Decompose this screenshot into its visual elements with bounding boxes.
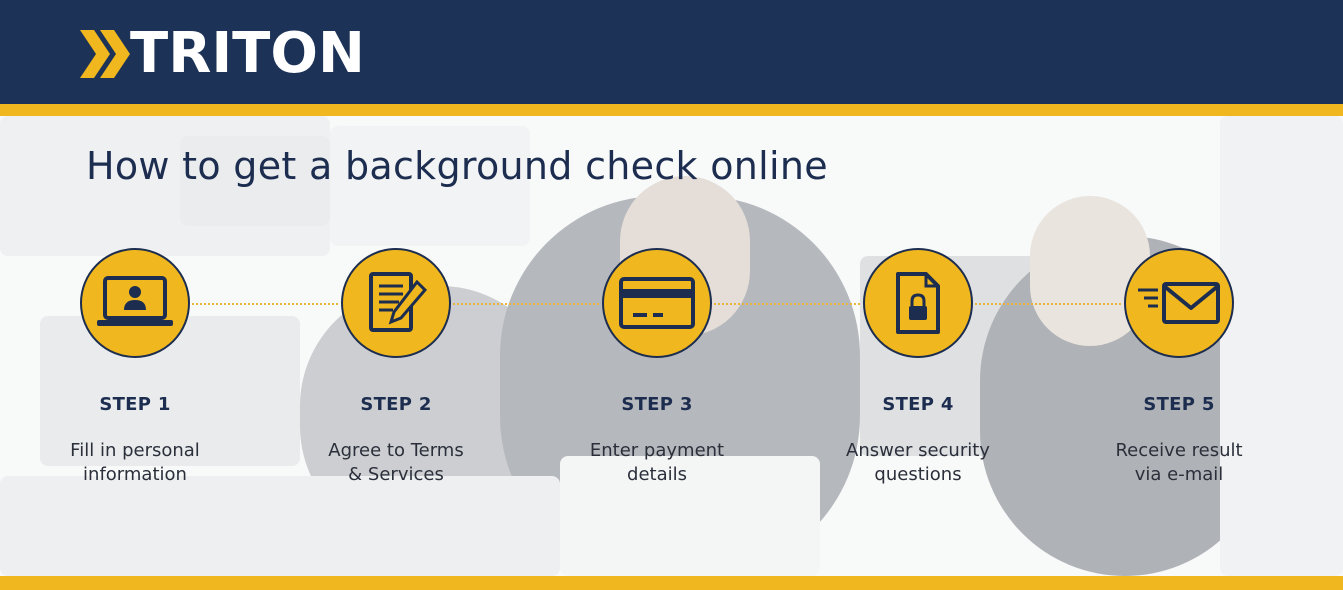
step-4-label: STEP 4: [798, 394, 1038, 415]
step-5-description-line1: Receive result: [1059, 439, 1299, 463]
footer-gold-stripe: [0, 576, 1343, 590]
document-pen-icon: [361, 268, 431, 338]
step-5: STEP 5 Receive result via e-mail: [1059, 248, 1299, 487]
step-3-description-line2: details: [537, 463, 777, 487]
step-4-description-line2: questions: [798, 463, 1038, 487]
step-5-label: STEP 5: [1059, 394, 1299, 415]
step-3-description-line1: Enter payment: [537, 439, 777, 463]
laptop-user-icon: [95, 272, 175, 334]
step-4: STEP 4 Answer security questions: [798, 248, 1038, 487]
step-4-description-line1: Answer security: [798, 439, 1038, 463]
step-3-description: Enter payment details: [537, 439, 777, 487]
step-1: STEP 1 Fill in personal information: [15, 248, 255, 487]
step-2-label: STEP 2: [276, 394, 516, 415]
step-3-label: STEP 3: [537, 394, 777, 415]
step-1-description-line2: information: [15, 463, 255, 487]
step-5-description: Receive result via e-mail: [1059, 439, 1299, 487]
step-1-description-line1: Fill in personal: [15, 439, 255, 463]
fast-mail-icon: [1136, 278, 1222, 328]
step-4-circle: [863, 248, 973, 358]
header-bar: TRITON: [0, 0, 1343, 104]
step-2-description-line2: & Services: [276, 463, 516, 487]
step-2-description-line1: Agree to Terms: [276, 439, 516, 463]
logo-text: TRITON: [130, 28, 365, 80]
step-1-label: STEP 1: [15, 394, 255, 415]
step-2-circle: [341, 248, 451, 358]
locked-file-icon: [888, 268, 948, 338]
step-4-description: Answer security questions: [798, 439, 1038, 487]
step-5-circle: [1124, 248, 1234, 358]
step-2: STEP 2 Agree to Terms & Services: [276, 248, 516, 487]
chevron-logo-icon: [80, 30, 130, 78]
step-1-circle: [80, 248, 190, 358]
step-1-description: Fill in personal information: [15, 439, 255, 487]
step-2-description: Agree to Terms & Services: [276, 439, 516, 487]
step-3-circle: [602, 248, 712, 358]
header-gold-stripe: [0, 104, 1343, 116]
step-3: STEP 3 Enter payment details: [537, 248, 777, 487]
credit-card-icon: [617, 273, 697, 333]
step-5-description-line2: via e-mail: [1059, 463, 1299, 487]
triton-logo[interactable]: TRITON: [80, 28, 365, 80]
page-title: How to get a background check online: [86, 144, 828, 188]
